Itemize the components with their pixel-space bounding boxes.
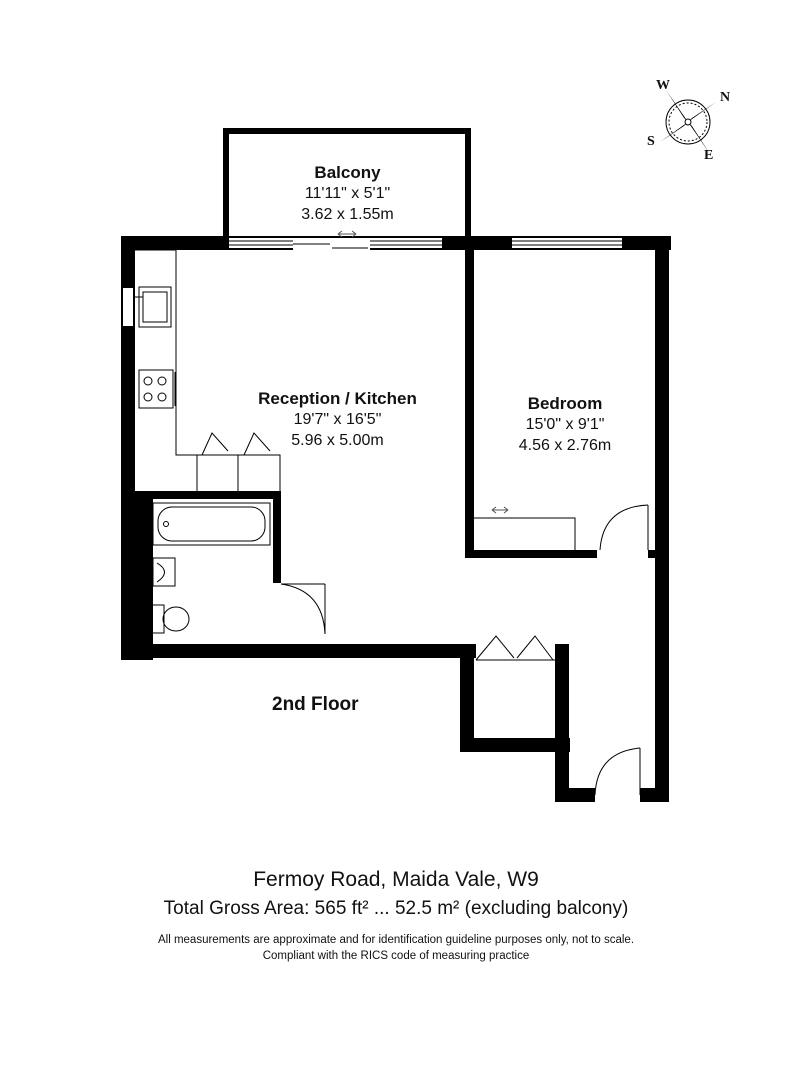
room-name: Reception / Kitchen <box>258 389 417 408</box>
room-dimensions-metric: 4.56 x 2.76m <box>518 436 612 454</box>
room-dimensions-imperial: 15'0" x 9'1" <box>525 416 605 434</box>
disclaimer: All measurements are approximate and for… <box>157 934 635 946</box>
room-name: Balcony <box>314 163 381 182</box>
entrance-door <box>594 747 641 796</box>
bedroom-label: Bedroom 15'0" x 9'1" 4.56 x 2.76m <box>480 393 650 457</box>
bedroom-fittings <box>474 504 649 551</box>
room-dimensions-metric: 5.96 x 5.00m <box>291 431 384 449</box>
room-dimensions-imperial: 11'11" x 5'1" <box>304 185 391 203</box>
room-name: Bedroom <box>527 394 603 413</box>
compass-south: S <box>647 134 655 149</box>
floor-label: 2nd Floor <box>272 694 359 715</box>
total-gross-area: Total Gross Area: 565 ft² ... 52.5 m² (e… <box>163 898 629 919</box>
footer: Fermoy Road, Maida Vale, W9 Total Gross … <box>0 868 792 964</box>
compass-west: W <box>656 78 670 93</box>
kitchen-units <box>135 249 281 495</box>
walls <box>121 236 671 802</box>
hall-cupboard-doors <box>475 635 555 661</box>
compass-east: E <box>704 148 714 163</box>
bathroom-fixtures <box>151 502 326 635</box>
rics-compliance-note: Compliant with the RICS code of measurin… <box>262 950 530 963</box>
compass-icon: W N S E <box>640 78 740 168</box>
compass-north: N <box>720 90 731 105</box>
room-dimensions-metric: 3.62 x 1.55m <box>301 205 394 223</box>
room-dimensions-imperial: 19'7" x 16'5" <box>293 411 382 429</box>
balcony-outline <box>223 128 471 241</box>
balcony-label: Balcony 11'11" x 5'1" 3.62 x 1.55m <box>250 162 445 226</box>
windows <box>123 230 622 326</box>
reception-kitchen-label: Reception / Kitchen 19'7" x 16'5" 5.96 x… <box>230 388 445 452</box>
compass-rose <box>660 90 716 154</box>
property-address: Fermoy Road, Maida Vale, W9 <box>253 868 539 891</box>
